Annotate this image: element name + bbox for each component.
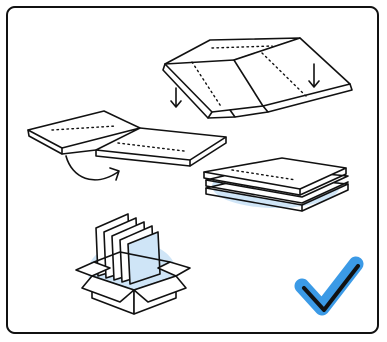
- open-box-with-documents-icon: [75, 213, 191, 315]
- open-flat-document-icon: [27, 110, 227, 167]
- folded-document-unfold-icon: [162, 37, 353, 119]
- checkmark-icon: [294, 256, 364, 316]
- flip-arrow-icon: [65, 155, 120, 181]
- stacked-documents-icon: [203, 157, 349, 212]
